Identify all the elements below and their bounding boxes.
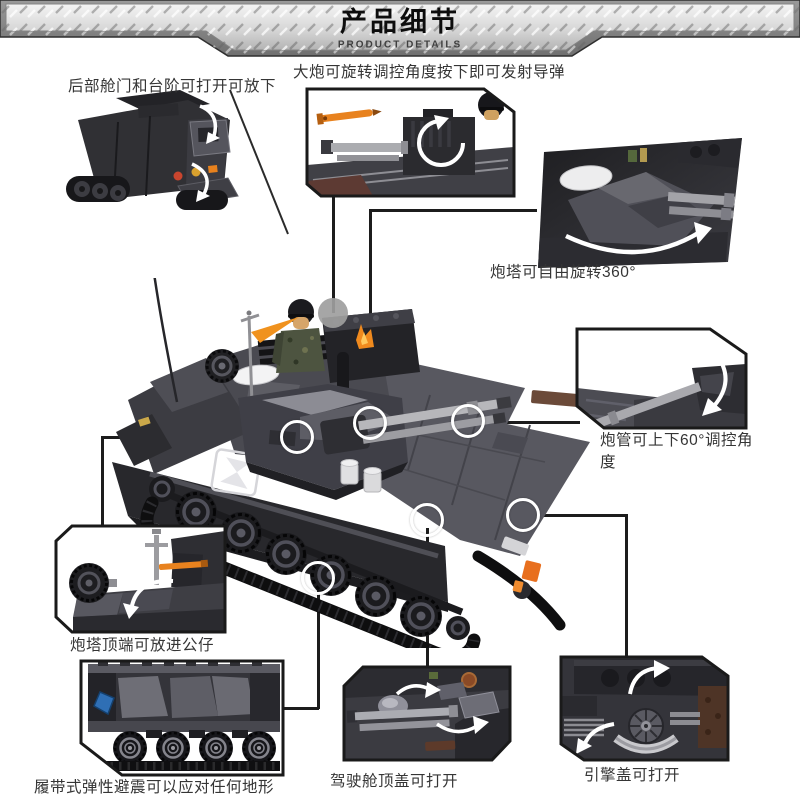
missile — [316, 108, 382, 125]
rear-view-illustration — [66, 90, 239, 210]
callout-cannon-fire-photo — [305, 87, 516, 198]
marker-ring-cockpit — [410, 503, 444, 537]
connector-barrel-angle — [480, 421, 580, 424]
label-suspension: 履带式弹性避震可以应对任何地形 — [34, 779, 275, 796]
connector-cannon-fire — [332, 197, 335, 313]
marker-ring-track — [301, 561, 335, 595]
connector-turret-minifig-v — [101, 436, 104, 528]
connector-suspension-h — [281, 707, 319, 710]
flag-pole — [240, 310, 299, 405]
marker-ring-engine — [506, 498, 540, 532]
banner: 产品细节 PRODUCT DETAILS — [0, 0, 800, 57]
engine-illustration — [561, 657, 728, 760]
connector-suspension-v — [317, 584, 320, 709]
x-emblem — [210, 448, 262, 497]
connector-engine-h — [535, 514, 627, 517]
label-engine: 引擎盖可打开 — [584, 767, 681, 784]
label-turret-minifig: 炮塔顶端可放进公仔 — [70, 637, 215, 654]
open-arrow-icon — [199, 104, 220, 144]
fold-down-arrow-icon — [191, 162, 210, 202]
cannon-fire-illustration — [307, 92, 514, 196]
callout-cockpit-photo — [342, 665, 512, 762]
label-rear-hatch: 后部舱门和台阶可打开可放下 — [68, 78, 277, 95]
banner-subtitle: PRODUCT DETAILS — [338, 40, 462, 51]
callout-rear-hatch-photo — [66, 89, 289, 235]
deck-canisters — [340, 459, 382, 493]
insert-arrow-icon — [123, 578, 174, 619]
connector-turret-rotate-v — [369, 209, 372, 351]
cockpit-illustration — [344, 667, 510, 760]
rotate-360-arrow-icon — [565, 222, 712, 255]
callout-turret-rotate-photo — [538, 138, 742, 268]
callout-barrel-angle-photo — [575, 327, 748, 430]
blue-emblem — [93, 691, 115, 716]
callout-engine-photo — [559, 655, 730, 762]
connector-turret-rotate-h — [369, 209, 537, 212]
marker-dot-cannon — [318, 298, 348, 328]
suspension-illustration — [88, 662, 280, 771]
callout-turret-minifig-photo — [54, 524, 227, 634]
rotate-arrow-icon — [417, 115, 465, 167]
main-tank-photo — [112, 278, 590, 648]
turret-rotate-illustration — [538, 138, 742, 268]
engine-open-arrow-icon — [628, 660, 670, 695]
barrel-angle-illustration — [577, 352, 746, 428]
spare-wheel — [205, 349, 239, 383]
engine-fan — [628, 708, 664, 744]
slash-divider-line — [229, 89, 289, 235]
elevation-arrow-icon — [702, 352, 728, 416]
engine-open-arrow2-icon — [576, 722, 615, 754]
callout-suspension-photo — [79, 659, 285, 777]
marker-ring-turret-hatch — [280, 420, 314, 454]
soldier-minifig — [272, 299, 325, 373]
marker-ring-barrel — [451, 404, 485, 438]
open-lid-arrow2-icon — [435, 716, 489, 734]
connector-engine-v — [625, 514, 628, 659]
banner-title: 产品细节 — [340, 6, 460, 37]
label-cockpit: 驾驶舱顶盖可打开 — [330, 773, 459, 790]
label-barrel-angle: 炮管可上下60°调控角度 — [600, 432, 753, 472]
turret-wheel — [69, 563, 117, 603]
label-turret-rotate: 炮塔可自由旋转360° — [490, 264, 637, 281]
label-cannon-fire: 大炮可旋转调控角度按下即可发射导弹 — [293, 64, 566, 81]
suspension-wheels — [113, 731, 276, 765]
rear-stowage-box — [322, 309, 420, 394]
turret-minifig-illustration — [69, 529, 225, 632]
open-lid-arrow-icon — [395, 682, 441, 698]
antenna — [153, 278, 179, 403]
marker-ring-turret — [353, 406, 387, 440]
rear-right-details — [501, 390, 584, 593]
